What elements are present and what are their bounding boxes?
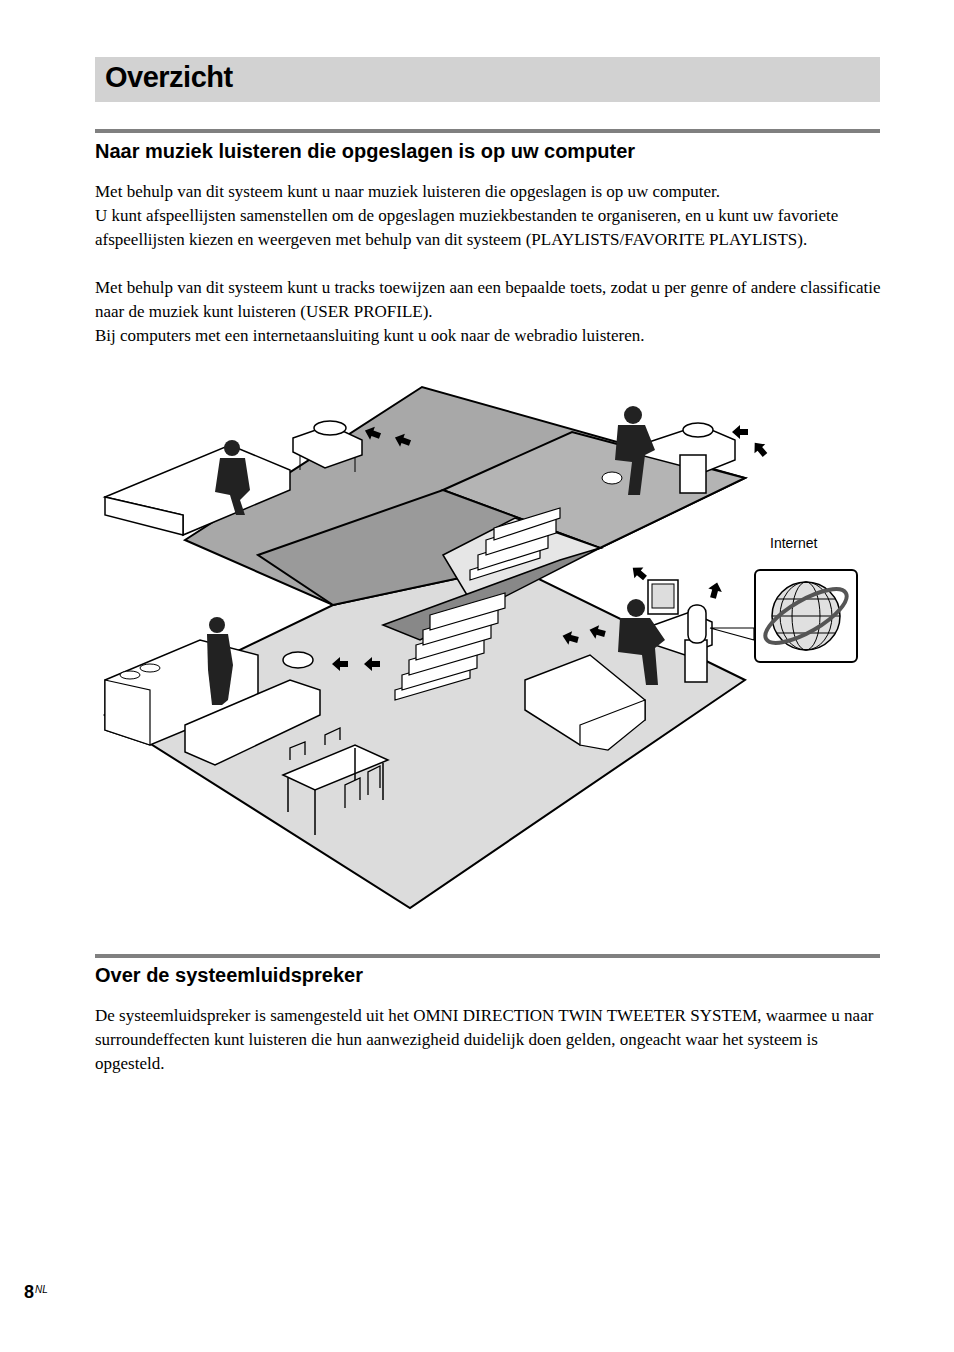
page-title: Overzicht	[105, 61, 233, 94]
section-heading: Over de systeemluidspreker	[95, 964, 363, 987]
node-label: Internet	[770, 535, 817, 551]
body-paragraph: Met behulp van dit systeem kunt u tracks…	[95, 276, 885, 324]
body-paragraph: De systeemluidspreker is samengesteld ui…	[95, 1004, 885, 1076]
language-code: NL	[35, 1284, 48, 1295]
section-heading: Naar muziek luisteren die opgeslagen is …	[95, 140, 635, 163]
body-paragraph: Met behulp van dit systeem kunt u naar m…	[95, 180, 885, 204]
globe-icon	[756, 571, 856, 661]
title-band: Overzicht	[95, 57, 880, 102]
internet-box: Internet	[754, 569, 858, 663]
body-paragraph: U kunt afspeellijsten samenstellen om de…	[95, 204, 885, 252]
body-paragraph: Bij computers met een internetaansluitin…	[95, 324, 885, 348]
page-number: 8	[24, 1282, 34, 1303]
